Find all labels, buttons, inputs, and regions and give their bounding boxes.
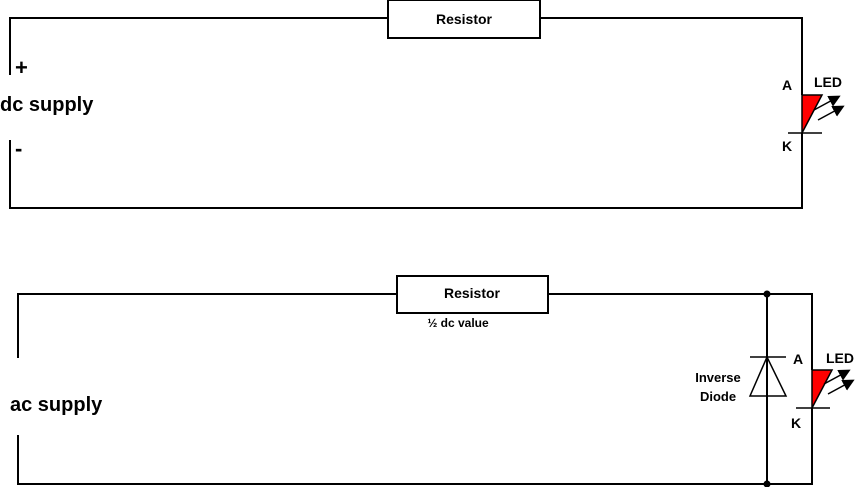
ac-resistor-label: Resistor xyxy=(444,285,501,301)
dc-led-light-arrow-1 xyxy=(813,95,841,111)
ac-diode-label-line1: Inverse xyxy=(695,370,741,385)
ac-led-light-arrow-1 xyxy=(823,369,851,385)
dc-supply-label: dc supply xyxy=(0,94,94,116)
ac-diode-label-line2: Diode xyxy=(700,389,736,404)
ac-resistor xyxy=(396,275,549,314)
dc-cathode-label: K xyxy=(782,138,792,154)
dc-led-light-arrow-2 xyxy=(817,105,845,121)
ac-led-triangle xyxy=(811,369,834,409)
ac-junction-top xyxy=(763,290,771,298)
dc-circuit: Resistor + dc supply - LED A K xyxy=(0,0,845,209)
ac-led-light-arrow-2 xyxy=(827,379,855,395)
dc-wire-right-top xyxy=(540,17,803,95)
dc-led-label: LED xyxy=(814,74,842,90)
dc-plus-sign: + xyxy=(15,55,28,80)
ac-led-label: LED xyxy=(826,350,854,366)
ac-diode-triangle xyxy=(748,355,788,397)
ac-inverse-diode-symbol xyxy=(748,355,788,397)
ac-wire-left-top xyxy=(17,293,397,358)
dc-led-symbol xyxy=(788,94,845,134)
dc-minus-sign: - xyxy=(15,136,22,161)
ac-diode-anode-label: A xyxy=(793,351,803,367)
ac-resistor-note: ½ dc value xyxy=(427,316,489,330)
ac-circuit: Resistor ½ dc value ac supply Inverse Di… xyxy=(10,275,855,487)
ac-led-cathode-label: K xyxy=(791,415,801,431)
dc-led-triangle xyxy=(801,94,824,134)
dc-resistor xyxy=(387,0,541,39)
dc-wire-right-bottom xyxy=(9,133,803,209)
dc-wire-left-top xyxy=(9,17,388,75)
ac-led-symbol xyxy=(796,369,855,409)
ac-wire-bottom xyxy=(17,408,813,485)
ac-wire-top-right xyxy=(548,293,813,370)
ac-junction-bottom xyxy=(763,480,771,487)
dc-anode-label: A xyxy=(782,77,792,93)
ac-supply-label: ac supply xyxy=(10,394,103,416)
dc-resistor-label: Resistor xyxy=(436,11,493,27)
